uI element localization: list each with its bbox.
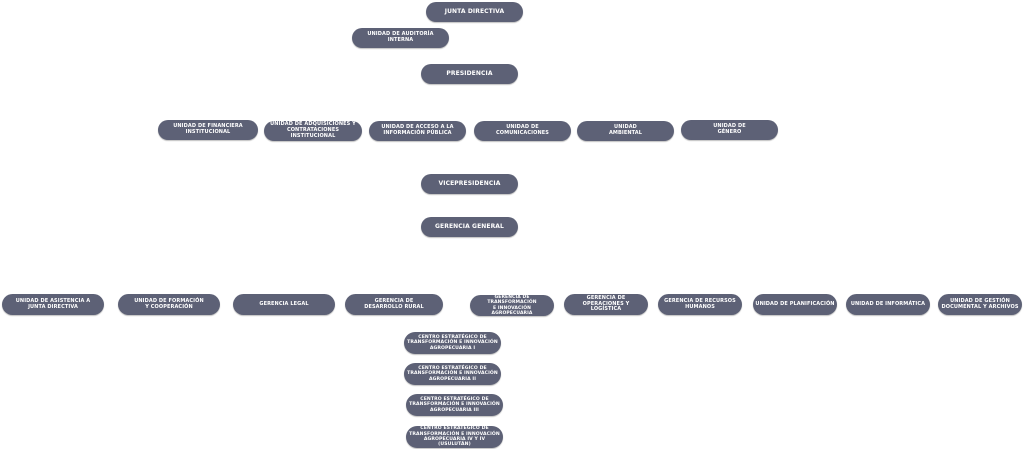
node-unidad-comunicaciones: UNIDAD DE COMUNICACIONES: [474, 121, 571, 141]
node-unidad-formacion-cooperacion: UNIDAD DE FORMACIÓN Y COOPERACIÓN: [118, 294, 220, 315]
node-gerencia-operaciones-logistica: GERENCIA DE OPERACIONES Y LOGÍSTICA: [564, 294, 648, 315]
node-centro-estrategico-1: CENTRO ESTRATÉGICO DE TRANSFORMACIÓN E I…: [404, 332, 501, 354]
node-unidad-gestion-documental-archivos: UNIDAD DE GESTIÓN DOCUMENTAL Y ARCHIVOS: [938, 294, 1022, 315]
node-gerencia-general: GERENCIA GENERAL: [421, 217, 518, 237]
node-unidad-genero: UNIDAD DE GÉNERO: [681, 120, 778, 140]
node-gerencia-legal: GERENCIA LEGAL: [233, 294, 335, 315]
node-gerencia-transformacion-innovacion: GERENCIA DE TRANSFORMACIÓN E INNOVACIÓN …: [470, 295, 554, 316]
node-centro-estrategico-4: CENTRO ESTRATÉGICO DE TRANSFORMACIÓN E I…: [406, 426, 503, 448]
node-unidad-financiera-institucional: UNIDAD DE FINANCIERA INSTITUCIONAL: [158, 120, 258, 140]
node-unidad-auditoria-interna: UNIDAD DE AUDITORÍA INTERNA: [352, 28, 449, 48]
node-unidad-asistencia-junta-directiva: UNIDAD DE ASISTENCIA A JUNTA DIRECTIVA: [2, 294, 104, 315]
node-centro-estrategico-3: CENTRO ESTRATÉGICO DE TRANSFORMACIÓN E I…: [406, 394, 503, 416]
node-unidad-acceso-informacion-publica: UNIDAD DE ACCESO A LA INFORMACIÓN PÚBLIC…: [369, 121, 466, 141]
node-junta-directiva: JUNTA DIRECTIVA: [426, 2, 523, 22]
node-presidencia: PRESIDENCIA: [421, 64, 518, 84]
node-centro-estrategico-2: CENTRO ESTRATÉGICO DE TRANSFORMACIÓN E I…: [404, 363, 501, 385]
node-unidad-informatica: UNIDAD DE INFORMÁTICA: [846, 294, 930, 315]
node-unidad-adquisiciones-contrataciones: UNIDAD DE ADQUISICIONES Y CONTRATACIONES…: [264, 121, 362, 141]
node-gerencia-recursos-humanos: GERENCIA DE RECURSOS HUMANOS: [658, 294, 742, 315]
node-gerencia-desarrollo-rural: GERENCIA DE DESARROLLO RURAL: [345, 294, 443, 315]
node-vicepresidencia: VICEPRESIDENCIA: [421, 174, 518, 194]
node-unidad-ambiental: UNIDAD AMBIENTAL: [577, 121, 674, 141]
node-unidad-planificacion: UNIDAD DE PLANIFICACIÓN: [753, 294, 837, 315]
